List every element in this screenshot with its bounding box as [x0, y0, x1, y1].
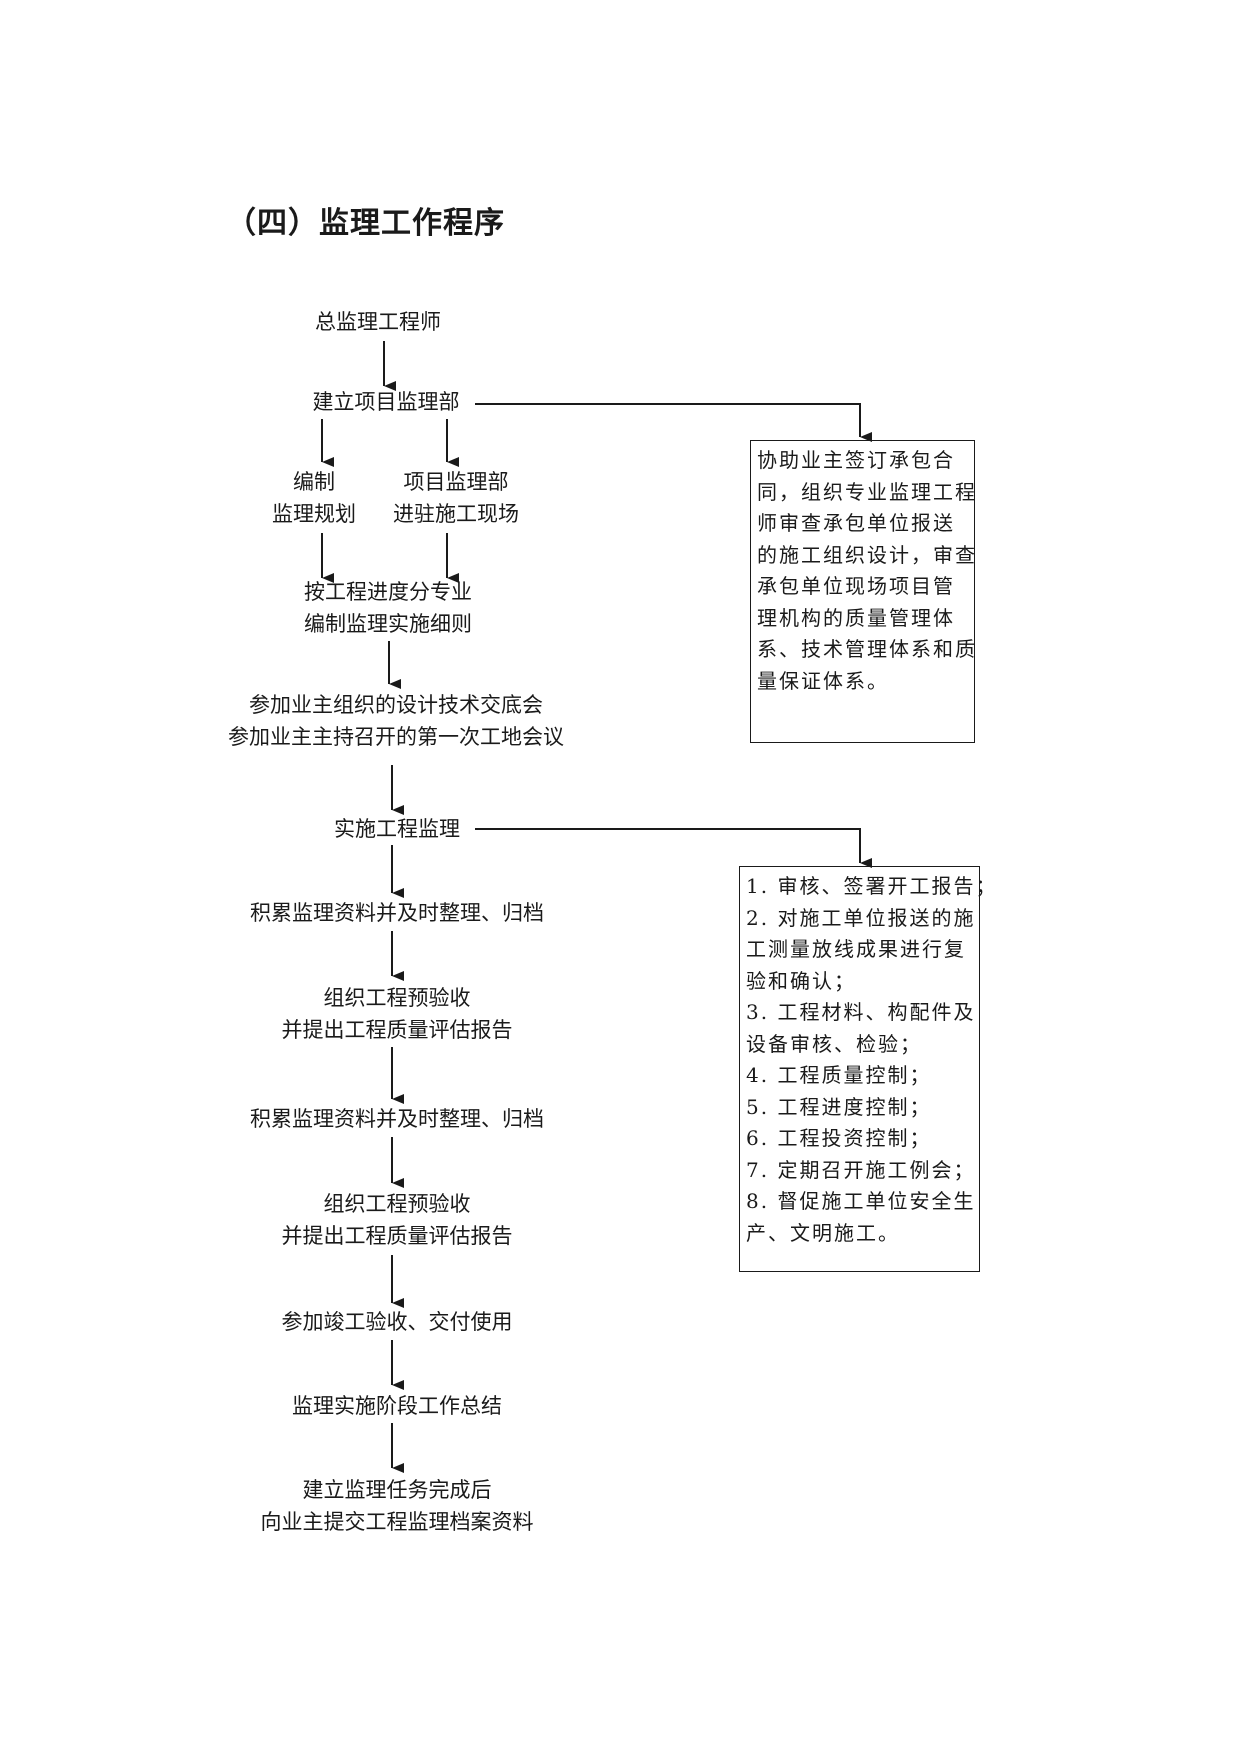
box-line: 8. 督促施工单位安全生	[746, 1189, 976, 1213]
side-box-supervision-tasks: 1. 审核、签署开工报告； 2. 对施工单位报送的施 工测量放线成果进行复 验和…	[739, 866, 998, 1272]
node-completion: 参加竣工验收、交付使用	[281, 1310, 513, 1334]
box-line: 系、技术管理体系和质	[757, 637, 977, 661]
node-detailed-rules: 按工程进度分专业 编制监理实施细则	[304, 580, 472, 636]
box-line: 6. 工程投资控制；	[746, 1126, 932, 1150]
node-pre-acceptance-b: 组织工程预验收 并提出工程质量评估报告	[281, 1192, 513, 1248]
node-handover: 建立监理任务完成后 向业主提交工程监理档案资料	[260, 1478, 534, 1534]
box-line: 5. 工程进度控制；	[746, 1094, 932, 1119]
arrow-implement-to-side-box-2	[475, 828, 872, 868]
box-line: 产、文明施工。	[746, 1220, 900, 1245]
box-line: 1. 审核、签署开工报告；	[746, 874, 998, 898]
box-line: 设备审核、检验；	[746, 1031, 922, 1056]
node-archive-a: 积累监理资料并及时整理、归档	[250, 901, 544, 925]
page-title: （四）监理工作程序	[226, 206, 505, 241]
box-line: 理机构的质量管理体	[757, 605, 955, 630]
node-meetings: 参加业主组织的设计技术交底会 参加业主主持召开的第一次工地会议	[228, 693, 564, 749]
node-implement: 实施工程监理	[334, 817, 460, 841]
arrow-setup-to-side-box-1	[475, 403, 872, 442]
box-line: 协助业主签订承包合	[757, 448, 955, 472]
box-line: 量保证体系。	[757, 668, 889, 693]
box-line: 验和确认；	[746, 968, 856, 993]
box-line: 2. 对施工单位报送的施	[746, 905, 976, 930]
node-enter-site: 项目监理部 进驻施工现场	[393, 470, 519, 526]
box-line: 承包单位现场项目管	[757, 574, 955, 598]
node-setup-dept: 建立项目监理部	[312, 390, 460, 414]
node-summary: 监理实施阶段工作总结	[292, 1394, 502, 1418]
node-archive-b: 积累监理资料并及时整理、归档	[250, 1107, 544, 1131]
node-chief-engineer: 总监理工程师	[315, 310, 441, 334]
box-line: 师审查承包单位报送	[757, 511, 955, 535]
box-line: 工测量放线成果进行复	[746, 937, 966, 961]
node-pre-acceptance-a: 组织工程预验收 并提出工程质量评估报告	[281, 986, 513, 1042]
box-line: 的施工组织设计，审查	[757, 542, 977, 567]
box-line: 3. 工程材料、构配件及	[746, 1000, 976, 1024]
box-line: 同，组织专业监理工程	[757, 479, 977, 504]
side-box-coordination: 协助业主签订承包合 同，组织专业监理工程 师审查承包单位报送 的施工组织设计，审…	[750, 440, 975, 743]
box-line: 4. 工程质量控制；	[746, 1063, 932, 1087]
node-compile-plan: 编制 监理规划	[272, 470, 356, 526]
box-line: 7. 定期召开施工例会；	[746, 1157, 976, 1182]
